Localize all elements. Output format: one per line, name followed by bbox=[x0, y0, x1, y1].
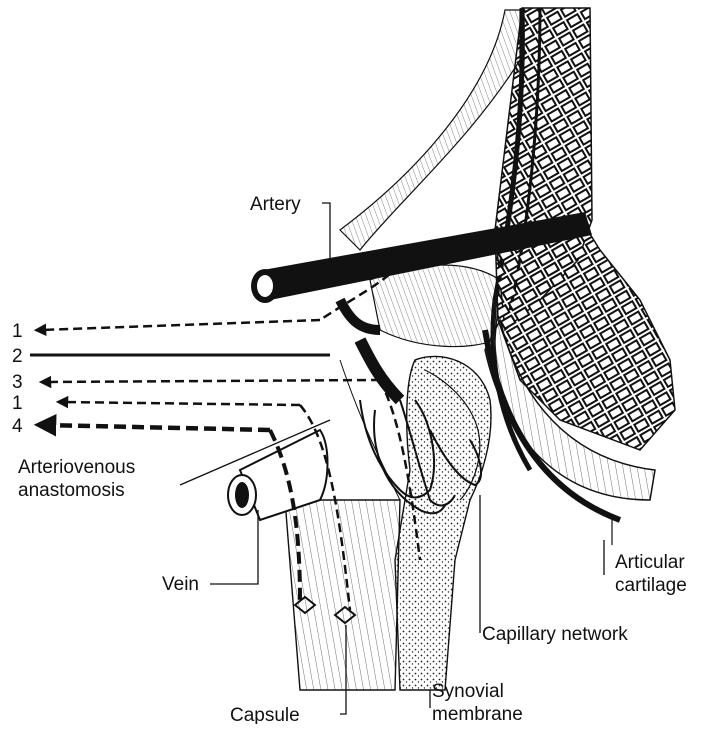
pathway-number-1-upper: 1 bbox=[12, 321, 23, 342]
pathway-1-lower-line bbox=[62, 402, 300, 405]
label-artery: Artery bbox=[250, 194, 301, 215]
label-arteriovenous-2: anastomosis bbox=[18, 480, 125, 501]
label-articular-2: cartilage bbox=[615, 575, 687, 596]
label-arteriovenous-1: Arteriovenous bbox=[18, 457, 135, 478]
pathway-4-line bbox=[45, 425, 270, 430]
label-articular-1: Articular bbox=[615, 552, 685, 573]
label-synovial-1: Synovial bbox=[432, 681, 504, 702]
pathway-number-4: 4 bbox=[12, 416, 23, 437]
pathway-number-3: 3 bbox=[12, 372, 23, 393]
synovial-membrane bbox=[395, 356, 491, 690]
pathway-1-upper-line bbox=[40, 320, 320, 330]
pathway-number-1-lower: 1 bbox=[12, 393, 23, 414]
label-synovial-2: membrane bbox=[432, 704, 523, 724]
pathway-3-line bbox=[45, 380, 380, 382]
pathway-number-2: 2 bbox=[12, 346, 23, 367]
label-vein: Vein bbox=[162, 574, 199, 595]
joint-capsule-fibrous-region bbox=[340, 10, 520, 347]
label-capsule: Capsule bbox=[230, 705, 300, 724]
label-capillary-network: Capillary network bbox=[482, 624, 628, 645]
